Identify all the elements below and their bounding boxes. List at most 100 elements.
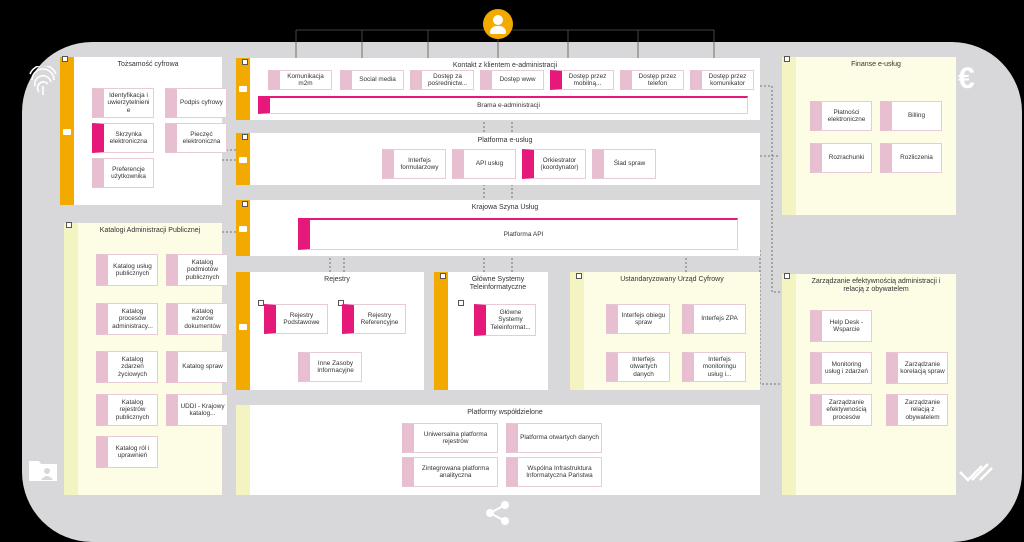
component-box[interactable]: Komunikacja m2m: [268, 70, 332, 90]
component-box[interactable]: Katalog usług publicznych: [96, 254, 158, 286]
component-icon: [609, 316, 615, 321]
component-box[interactable]: Zarządzanie korelacją spraw: [886, 352, 948, 384]
component-icon: [693, 77, 699, 82]
platforma-api[interactable]: Platforma API: [298, 218, 738, 250]
component-icon: [685, 364, 691, 369]
component-box[interactable]: Zarządzanie efektywnością procesów: [810, 394, 872, 426]
component-box[interactable]: Pieczęć elektroniczna: [165, 123, 227, 153]
layer-tag-icon: [458, 300, 464, 306]
panel-title: Główne Systemy Teleinformatyczne: [469, 276, 527, 291]
component-box[interactable]: Katalog spraw: [166, 351, 228, 383]
layer-tag-icon: [242, 59, 248, 65]
component-icon: [405, 469, 411, 474]
component-box[interactable]: Katalog ról i uprawnień: [96, 436, 158, 468]
layer-tag-icon: [576, 273, 582, 279]
panel-tozsamosc-cyfrowa: Tożsamość cyfrowa Identyfikacja i uwierz…: [60, 56, 227, 205]
component-box[interactable]: Interfejs obiegu spraw: [606, 304, 670, 334]
component-box[interactable]: Katalog wzorów dokumentów: [166, 303, 228, 335]
component-box[interactable]: API usług: [452, 149, 516, 179]
panel-title: Tożsamość cyfrowa: [117, 61, 179, 68]
component-icon: [509, 469, 515, 474]
component-box[interactable]: Platforma otwartych danych: [506, 423, 602, 453]
component-box[interactable]: Monitoring usług i zdarzeń: [810, 352, 872, 384]
panel-katalogi: Katalogi Administracji Publicznej Katalo…: [64, 222, 228, 495]
check-icon: [959, 463, 993, 482]
component-box[interactable]: Płatności elektroniczne: [810, 101, 872, 131]
component-box[interactable]: Interfejs monitoringu usług i...: [682, 352, 746, 382]
component-box[interactable]: Interfejs otwartych danych: [606, 352, 670, 382]
component-box[interactable]: Katalog zdarzeń życiowych: [96, 351, 158, 383]
book-icon: [239, 157, 247, 163]
component-box[interactable]: Ślad spraw: [592, 149, 656, 179]
layer-tag-icon: [242, 134, 248, 140]
component-box[interactable]: Katalog rejestrów publicznych: [96, 394, 158, 426]
user-icon: [483, 9, 513, 39]
component-box[interactable]: Główne Systemy Teleinformat...: [474, 304, 536, 336]
component-icon: [813, 365, 819, 370]
component-icon: [168, 100, 174, 105]
component-box[interactable]: Interfejs ZPA: [682, 304, 746, 334]
brama-e-administracji[interactable]: Brama e-administracji: [258, 96, 748, 114]
book-icon: [63, 129, 71, 135]
panel-title: Platforma e-usług: [477, 137, 533, 144]
component-icon: [883, 113, 889, 118]
component-icon: [343, 77, 349, 82]
component-icon: [99, 364, 105, 369]
component-icon: [169, 407, 175, 412]
layer-tag-icon: [258, 300, 264, 306]
component-box[interactable]: UDDI - Krajowy katalog...: [166, 394, 228, 426]
component-box[interactable]: Dostęp przez komunikator: [690, 70, 754, 90]
component-box[interactable]: Inne Zasoby Informacyjne: [298, 352, 362, 382]
panel-glowne-systemy: Główne Systemy Teleinformatyczne Główne …: [434, 272, 548, 390]
component-box[interactable]: Dostęp www: [480, 70, 544, 90]
component-box[interactable]: Zintegrowana platforma analityczna: [402, 457, 498, 487]
panel-platformy-wspoldzielone: Platformy współdzielone Uniwersalna plat…: [236, 405, 760, 495]
component-box[interactable]: Social media: [340, 70, 404, 90]
component-box[interactable]: Katalog procesów administracy...: [96, 303, 158, 335]
component-box[interactable]: Wspólna Infrastruktura Informatyczna Pań…: [506, 457, 602, 487]
component-icon: [455, 161, 461, 166]
panel-title: Finanse e-usług: [851, 61, 901, 68]
component-icon: [813, 113, 819, 118]
component-box[interactable]: Dostęp przez mobilną...: [550, 70, 614, 90]
component-icon: [267, 316, 273, 321]
component-box[interactable]: Orkiestrator (koordynator): [522, 149, 586, 179]
folder-user-icon: [29, 461, 57, 481]
component-box[interactable]: Dostęp za pośrednictw...: [410, 70, 474, 90]
component-box[interactable]: Rejestry Podstawowe: [264, 304, 328, 334]
panel-zarzadzanie: Zarządzanie efektywnością administracji …: [782, 273, 956, 495]
book-icon: [239, 226, 247, 232]
component-box[interactable]: Identyfikacja i uwierzytelnieni e: [92, 88, 154, 118]
component-box[interactable]: Zarządzanie relacją z obywatelem: [886, 394, 948, 426]
component-icon: [99, 316, 105, 321]
layer-tag-icon: [338, 300, 344, 306]
component-box[interactable]: Help Desk - Wsparcie: [810, 310, 872, 342]
component-box[interactable]: Preferencje użytkownika: [92, 158, 154, 188]
component-box[interactable]: Katalog podmiotów publicznych: [166, 254, 228, 286]
component-icon: [553, 77, 559, 82]
component-box[interactable]: Podpis cyfrowy: [165, 88, 227, 118]
layer-tag-icon: [784, 56, 790, 62]
panel-krajowa-szyna-uslug: Krajowa Szyna Usług Platforma API: [236, 200, 760, 256]
component-box[interactable]: Dostęp przez telefon: [620, 70, 684, 90]
component-icon: [95, 100, 101, 105]
component-icon: [345, 316, 351, 321]
panel-title: Kontakt z klientem e-administracji: [452, 62, 558, 69]
component-icon: [95, 135, 101, 140]
component-box[interactable]: Billing: [880, 101, 942, 131]
component-box[interactable]: Interfejs formularzowy: [382, 149, 446, 179]
component-icon: [413, 77, 419, 82]
layer-tag-icon: [242, 201, 248, 207]
component-box[interactable]: Rozrachunki: [810, 143, 872, 173]
component-box[interactable]: Skrzynka elektroniczna: [92, 123, 154, 153]
component-icon: [169, 364, 175, 369]
component-icon: [168, 135, 174, 140]
component-icon: [405, 435, 411, 440]
book-icon: [239, 324, 247, 330]
book-icon: [239, 86, 247, 92]
component-box[interactable]: Rozliczenia: [880, 143, 942, 173]
component-box[interactable]: Uniwersalna platforma rejestrów: [402, 423, 498, 453]
component-box[interactable]: Rejestry Referencyjne: [342, 304, 406, 334]
component-icon: [99, 449, 105, 454]
component-icon: [509, 435, 515, 440]
